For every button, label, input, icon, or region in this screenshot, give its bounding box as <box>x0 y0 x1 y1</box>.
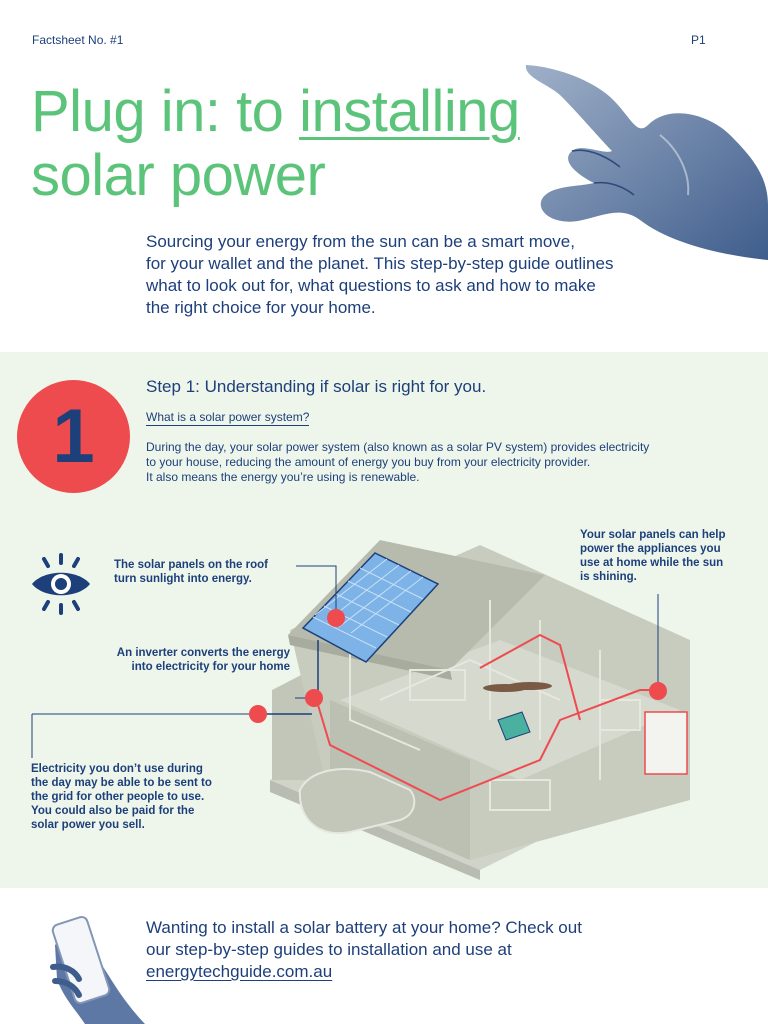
callout-inverter: An inverter converts the energy into ele… <box>90 646 290 674</box>
house-illustration <box>31 540 690 880</box>
page-title: Plug in: to installing solar power <box>31 80 591 208</box>
callout-line: the grid for other people to use. <box>31 791 205 803</box>
step-body-line: It also means the energy you’re using is… <box>146 470 420 484</box>
callout-line: Electricity you don’t use during <box>31 763 203 775</box>
step-number: 1 <box>52 394 95 479</box>
page-number: P1 <box>691 33 706 47</box>
intro-line: Sourcing your energy from the sun can be… <box>146 232 575 251</box>
intro-paragraph: Sourcing your energy from the sun can be… <box>146 231 716 319</box>
step-body-line: During the day, your solar power system … <box>146 440 650 454</box>
step-body: During the day, your solar power system … <box>146 440 716 485</box>
cta-line: Wanting to install a solar battery at yo… <box>146 918 582 937</box>
callout-appliances: Your solar panels can help power the app… <box>580 528 750 584</box>
cta-line: our step-by-step guides to installation … <box>146 940 512 959</box>
step-subheading: What is a solar power system? <box>146 410 310 426</box>
website-link[interactable]: energytechguide.com.au <box>146 962 333 981</box>
intro-line: the right choice for your home. <box>146 298 376 317</box>
eye-icon <box>32 553 90 615</box>
callout-grid: Electricity you don’t use during the day… <box>31 762 241 832</box>
intro-line: for your wallet and the planet. This ste… <box>146 254 614 273</box>
step-title: Step 1: Understanding if solar is right … <box>146 377 487 396</box>
callout-line: the day may be able to be sent to <box>31 777 212 789</box>
hand-phone-image <box>50 916 145 1024</box>
hand-pinch-image <box>525 65 768 260</box>
callout-line: power the appliances you <box>580 543 721 555</box>
callout-line: Your solar panels can help <box>580 529 726 541</box>
factsheet-number: Factsheet No. #1 <box>32 33 124 47</box>
callout-line: An inverter converts the energy <box>116 647 290 659</box>
callout-line: The solar panels on the roof <box>114 559 268 571</box>
step-body-line: to your house, reducing the amount of en… <box>146 455 591 469</box>
title-part1: Plug in: to <box>31 79 300 144</box>
cta-paragraph: Wanting to install a solar battery at yo… <box>146 917 746 983</box>
callout-solar-panels: The solar panels on the roof turn sunlig… <box>114 558 294 586</box>
title-line2: solar power <box>31 143 326 208</box>
callout-line: is shining. <box>580 571 637 583</box>
callout-line: turn sunlight into energy. <box>114 573 252 585</box>
title-underlined: installing <box>299 79 520 144</box>
callout-line: use at home while the sun <box>580 557 724 569</box>
callout-line: You could also be paid for the <box>31 805 195 817</box>
callout-line: solar power you sell. <box>31 819 145 831</box>
step-number-circle <box>17 380 130 493</box>
callout-line: into electricity for your home <box>131 661 290 673</box>
intro-line: what to look out for, what questions to … <box>146 276 596 295</box>
